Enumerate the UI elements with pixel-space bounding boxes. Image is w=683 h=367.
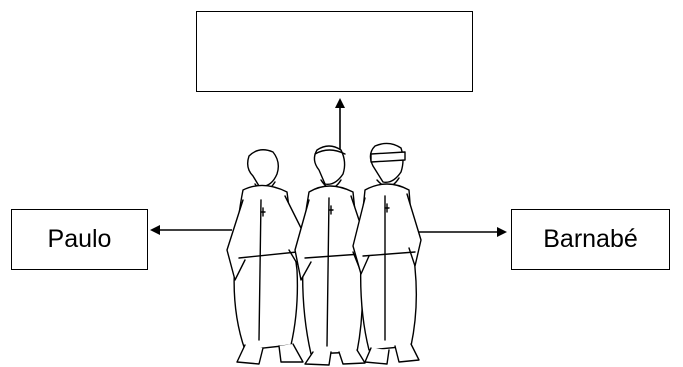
three-apostles-illustration xyxy=(226,142,422,366)
label-paulo: Paulo xyxy=(47,225,112,253)
label-barnabe: Barnabé xyxy=(543,225,638,253)
figure-left xyxy=(226,149,308,365)
figure-middle xyxy=(294,145,368,366)
label-box-barnabe: Barnabé xyxy=(511,209,670,270)
answer-box-top[interactable] xyxy=(196,11,473,92)
label-box-paulo: Paulo xyxy=(11,209,148,270)
figure-right xyxy=(352,142,422,365)
